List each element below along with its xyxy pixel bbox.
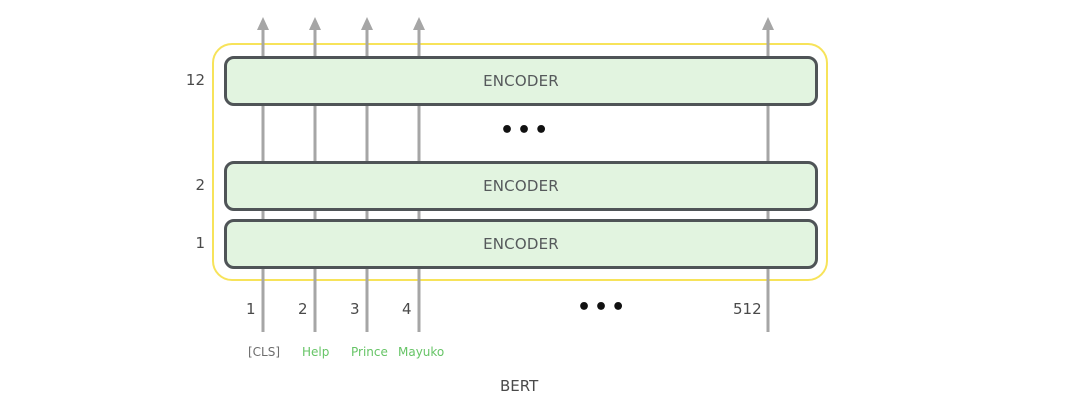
layer-number-2: 2 xyxy=(195,176,205,194)
layer-number-1: 1 xyxy=(195,234,205,252)
position-number-3: 3 xyxy=(350,300,360,318)
arrow-head-icon xyxy=(361,17,373,30)
encoder-label: ENCODER xyxy=(483,177,559,195)
position-number-4: 4 xyxy=(402,300,412,318)
arrow-head-icon xyxy=(413,17,425,30)
diagram-title: BERT xyxy=(500,377,539,395)
arrow-head-icon xyxy=(762,17,774,30)
token-cls: [CLS] xyxy=(248,345,281,359)
token-prince: Prince xyxy=(351,345,388,359)
bert-model-container xyxy=(212,43,828,281)
arrow-head-icon xyxy=(309,17,321,30)
position-ellipsis: ••• xyxy=(577,295,629,320)
layer-ellipsis: ••• xyxy=(500,118,552,143)
layer-number-12: 12 xyxy=(185,71,205,89)
arrow-head-icon xyxy=(257,17,269,30)
position-number-2: 2 xyxy=(298,300,308,318)
encoder-label: ENCODER xyxy=(483,72,559,90)
position-number-512: 512 xyxy=(733,300,762,318)
encoder-layer-2: ENCODER xyxy=(224,161,818,211)
encoder-label: ENCODER xyxy=(483,235,559,253)
token-help: Help xyxy=(302,345,330,359)
encoder-layer-12: ENCODER xyxy=(224,56,818,106)
encoder-layer-1: ENCODER xyxy=(224,219,818,269)
token-mayuko: Mayuko xyxy=(398,345,445,359)
position-number-1: 1 xyxy=(246,300,256,318)
